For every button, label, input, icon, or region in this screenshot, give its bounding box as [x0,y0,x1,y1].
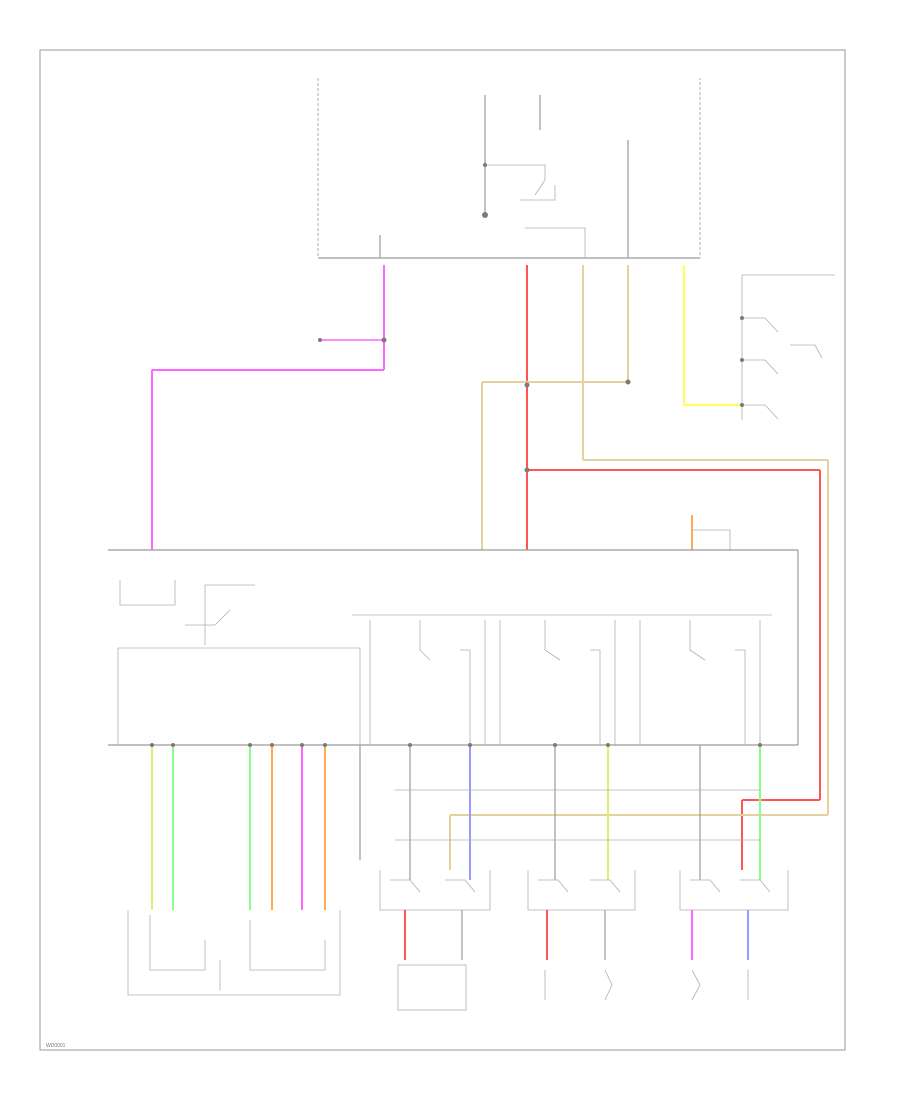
motor-wires [404,910,749,960]
diagram-footer-id: WD0001 [46,1043,66,1049]
orange-wire-junction [692,529,731,550]
motor-symbol [691,969,749,1001]
diagram-frame [39,49,846,1051]
yellow-wire [683,265,742,406]
pink-wire [151,265,385,550]
lower-stub-wires [151,745,761,910]
right-top-switch-arm [790,344,823,359]
splice-dots [150,163,762,747]
right-top-switch-bracket [741,274,835,420]
tan-wire [449,265,829,870]
window-lock-switch-symbol [185,584,255,645]
right-top-switch-contacts [742,317,779,420]
motor-symbol [397,964,467,1011]
ecu-box-sides [117,648,361,745]
module-box-top [317,78,701,259]
left-motor-internals [149,915,326,990]
splice-dot [482,212,488,218]
left-motor-box [127,910,341,996]
relay-switch-symbol [485,164,556,201]
sub-window-switches [379,870,789,911]
motor-symbol [544,969,613,1001]
red-wire [526,265,821,870]
relay-output-wire [525,227,586,258]
lock-switch-box [119,580,176,606]
window-switch-groups [369,620,761,745]
